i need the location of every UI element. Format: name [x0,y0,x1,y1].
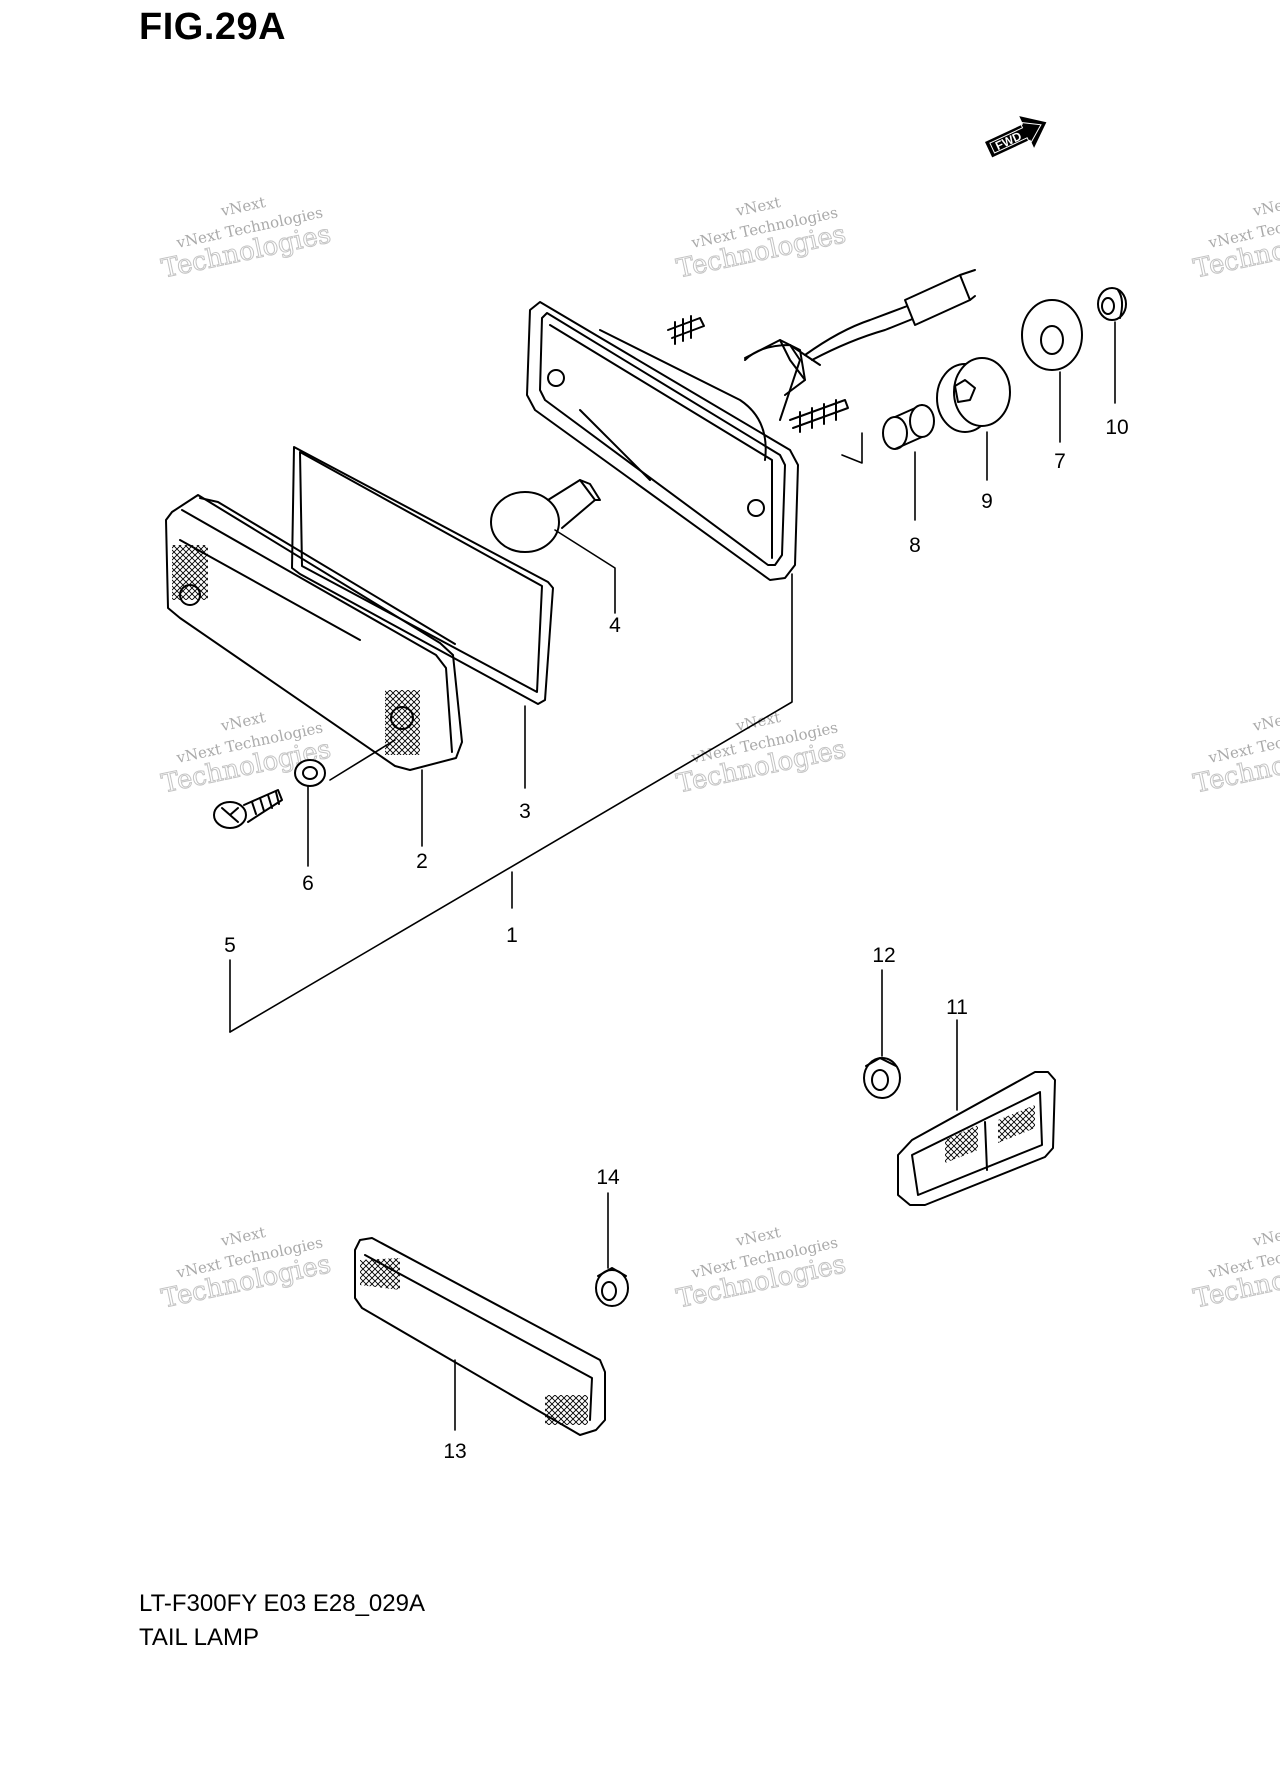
watermark: vNext vNext Technologies Technologies [1190,1223,1280,1315]
assembly-name: TAIL LAMP [139,1624,260,1651]
callout-10: 10 [1105,416,1128,439]
watermark: vNext vNext Technologies Technologies [158,193,334,285]
part-1-lamp-housing [526,269,976,581]
callout-1: 1 [506,924,518,947]
callout-3: 3 [519,800,531,823]
part-4-bulb [490,479,601,553]
part-3-gasket [291,446,554,705]
svg-text:vNext: vNext [1250,708,1280,735]
leader-lines [229,321,1116,1431]
part-12-nut [863,1057,901,1099]
callout-2: 2 [416,850,428,873]
part-6-washer [294,759,326,787]
part-7-washer [1021,299,1083,371]
callout-6: 6 [302,872,314,895]
figure-caption: LT-F300FY E03 E28_029A TAIL LAMP [139,1587,425,1655]
watermark: vNext vNext Technologies Technologies [1190,708,1280,800]
watermark: vNext vNext Technologies Technologies [158,1223,334,1315]
callout-13: 13 [443,1440,466,1463]
watermark: vNext vNext Technologies Technologies [673,708,849,800]
svg-text:vNext: vNext [1250,193,1280,220]
part-8-collar [882,404,935,450]
callout-5: 5 [224,934,236,957]
part-5-screw [213,789,283,829]
callout-4: 4 [609,614,621,637]
svg-text:vNext: vNext [1250,1223,1280,1250]
callout-9: 9 [981,490,993,513]
watermark: vNext vNext Technologies Technologies [673,193,849,285]
part-10-nut [1097,287,1127,321]
callout-12: 12 [872,944,895,967]
part-2-lens [165,494,463,771]
callout-11: 11 [946,996,968,1019]
part-9-grommet [936,357,1011,433]
callout-8: 8 [909,534,921,557]
figure-title: FIG.29A [139,6,287,48]
part-11-reflector [897,1071,1056,1206]
callout-14: 14 [596,1166,620,1189]
callout-7: 7 [1054,450,1066,473]
callout-labels: 1 2 3 4 5 6 7 8 9 10 11 12 13 14 [224,416,1129,1463]
watermark: vNext vNext Technologies Technologies [1190,193,1280,285]
part-14-nut [595,1267,629,1307]
part-13-reflector [354,1237,606,1436]
watermark: vNext vNext Technologies Technologies [673,1223,849,1315]
fwd-arrow-icon: FWD [985,116,1047,158]
model-code: LT-F300FY E03 E28_029A [139,1590,425,1617]
